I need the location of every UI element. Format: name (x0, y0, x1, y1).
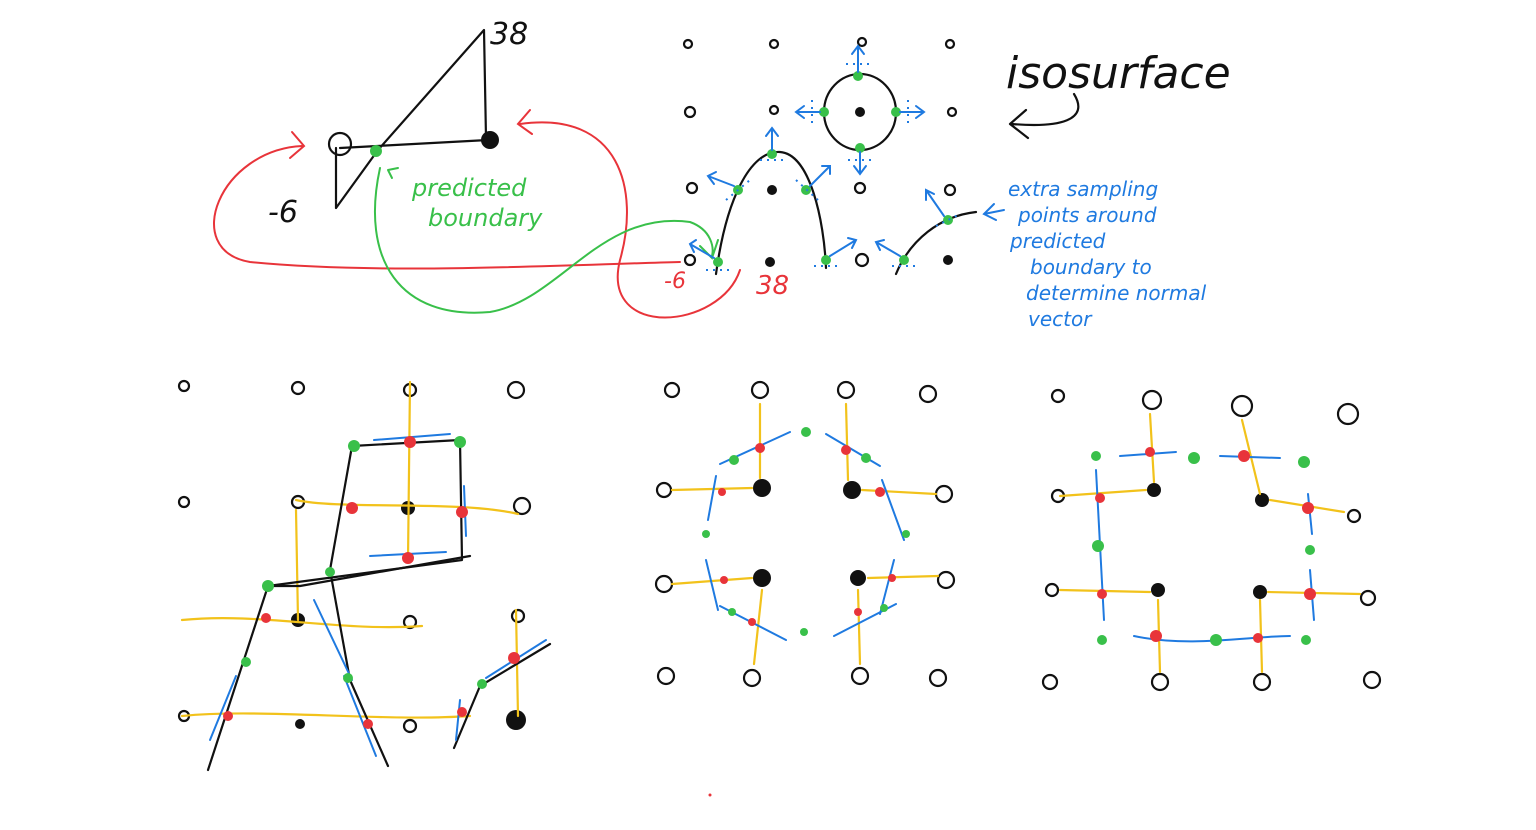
note-line-2: points around (1017, 203, 1157, 227)
label-arrow (387, 167, 399, 179)
interpolation-sketch: 38 -6 predicted boundary (268, 17, 543, 232)
grid-left-filled (291, 501, 526, 730)
grid-right-edges (1058, 412, 1362, 674)
isosurface-sketch: -6 38 isosurface extra sampling points a… (664, 36, 1231, 331)
grid-left-normals (209, 433, 547, 757)
predicted-label-line2: boundary (428, 204, 543, 232)
grid-sketch-right (1041, 388, 1382, 692)
grid-left-contour (206, 438, 552, 772)
top-value-label: 38 (490, 17, 528, 52)
predicted-label-line1: predicted (411, 174, 527, 202)
isosurface-right-curve (894, 210, 978, 276)
note-line-4: boundary to (1030, 255, 1152, 279)
red-arrowhead-right (516, 109, 533, 135)
grid-left-green-points (241, 436, 487, 689)
boundary-points (713, 71, 953, 267)
triangle-lines (334, 28, 490, 210)
red-arrowhead-left (289, 131, 306, 159)
grid-middle-edges (670, 402, 940, 666)
filled-sample-point (481, 131, 499, 149)
note-line-6: vector (1028, 307, 1093, 331)
grid-points (682, 36, 958, 268)
value-left-label: -6 (664, 269, 686, 294)
stray-dot (708, 793, 712, 797)
grid-left-edges (180, 380, 520, 719)
grid-right-contour (1095, 451, 1315, 643)
value-right-label: 38 (756, 271, 789, 301)
green-arrow (373, 167, 714, 314)
red-arrow-left (213, 145, 681, 270)
red-arrow-right (519, 121, 741, 319)
connecting-arrows (213, 109, 741, 319)
note-arrow (982, 203, 1005, 221)
grid-left-red-points (223, 436, 520, 729)
grid-middle-red-points (718, 443, 896, 626)
green-arrowhead (699, 239, 719, 260)
grid-right-filled (1147, 483, 1269, 599)
note-line-1: extra sampling (1008, 177, 1158, 201)
predicted-boundary-point (370, 145, 382, 157)
isosurface-title-arrow (1008, 92, 1080, 140)
isosurface-arch (714, 150, 828, 276)
grid-sketch-left (177, 379, 552, 772)
grid-left-points (177, 379, 532, 734)
grid-middle-green-points (702, 427, 910, 636)
grid-middle-filled (753, 479, 866, 587)
grid-right-green-points (1091, 451, 1315, 646)
grid-middle-points (654, 380, 956, 688)
isosurface-title: isosurface (1006, 48, 1231, 99)
sampling-note: extra sampling points around predicted b… (1008, 177, 1207, 331)
empty-sample-point (327, 131, 353, 157)
normal-vector-arrows (688, 44, 945, 259)
grid-right-red-points (1095, 447, 1316, 643)
bottom-value-label: -6 (268, 195, 298, 230)
grid-right-points (1041, 388, 1382, 692)
extra-sample-ticks (706, 63, 961, 271)
note-line-5: determine normal (1026, 281, 1207, 305)
note-line-3: predicted (1009, 229, 1106, 253)
grid-sketch-middle (654, 380, 956, 797)
